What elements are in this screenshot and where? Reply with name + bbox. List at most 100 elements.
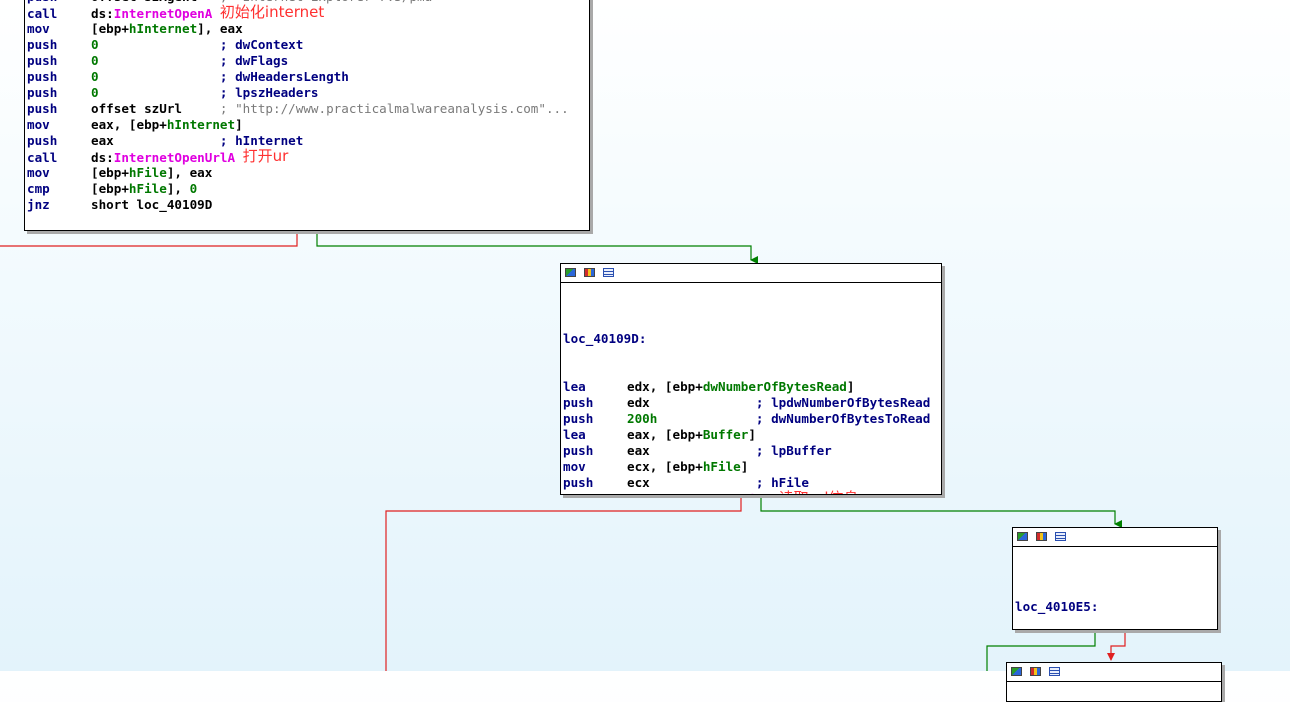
- mnemonic: call: [563, 492, 627, 494]
- operand: [ebp+: [91, 165, 129, 180]
- mnemonic: push: [563, 411, 594, 426]
- comment: ; dwHeadersLength: [219, 69, 349, 84]
- code-block-4-partial[interactable]: [1006, 662, 1222, 702]
- mnemonic: push: [27, 101, 58, 116]
- operand: short loc_40109D: [91, 197, 213, 212]
- operand: [ebp+: [91, 21, 129, 36]
- set-color-icon[interactable]: [1036, 532, 1047, 541]
- edge-false-block2: [385, 495, 742, 671]
- graph-overview-icon[interactable]: [565, 268, 576, 277]
- instruction-line[interactable]: cmp[ebp+hFile], 0: [27, 181, 589, 197]
- control-flow-edges: [0, 231, 1126, 671]
- block-3-label[interactable]: loc_4010E5:: [1015, 599, 1099, 614]
- operand: ]: [740, 459, 749, 474]
- operand: eax, [ebp+: [627, 427, 703, 442]
- text-view-icon[interactable]: [1055, 532, 1066, 541]
- instruction-line[interactable]: mov[ebp+hInternet], eax: [27, 21, 589, 37]
- immediate-value: 0: [91, 85, 99, 100]
- annotation-note: 读取url信息: [779, 489, 859, 494]
- stack-variable: hInternet: [128, 21, 198, 36]
- mnemonic: push: [27, 69, 58, 84]
- operand: ], eax: [166, 165, 213, 180]
- graph-overview-icon[interactable]: [1017, 532, 1028, 541]
- comment: ; dwContext: [219, 37, 304, 52]
- mnemonic: lea: [563, 379, 586, 394]
- comment: ; "http://www.practicalmalwareanalysis.c…: [219, 101, 569, 116]
- instruction-line[interactable]: push eax ; hInternet: [27, 133, 589, 149]
- code-block-loc-4010e5[interactable]: loc_4010E5: movsxecx, [ebp+Buffer]cmpecx…: [1012, 527, 1218, 630]
- immediate-value: 0: [189, 181, 198, 196]
- operand: offset szAgent: [91, 0, 197, 4]
- operand: ds:: [91, 6, 114, 21]
- operand: edx, [ebp+: [627, 379, 703, 394]
- stack-variable: hFile: [128, 181, 167, 196]
- mnemonic: push: [27, 85, 58, 100]
- comment: ; hInternet: [219, 133, 304, 148]
- edge-false-block3: [1107, 630, 1126, 661]
- imported-function: InternetOpenUrlA: [113, 150, 236, 165]
- operand: ]: [748, 427, 756, 442]
- edge-true-block1: [316, 231, 758, 264]
- set-color-icon[interactable]: [1030, 667, 1041, 676]
- mnemonic: push: [27, 0, 91, 5]
- mnemonic: lea: [563, 427, 586, 442]
- mnemonic: mov: [27, 165, 50, 180]
- comment: ; hFile: [755, 475, 809, 490]
- operand: ecx, [ebp+: [627, 459, 703, 474]
- comment: ; dwFlags: [219, 53, 289, 68]
- operand: ds:: [627, 492, 650, 494]
- mnemonic: jnz: [27, 197, 50, 212]
- imported-function: InternetOpenA: [113, 6, 213, 21]
- operand: ds:: [91, 150, 114, 165]
- mnemonic: push: [27, 53, 58, 68]
- set-color-icon[interactable]: [584, 268, 595, 277]
- operand: [ebp+: [91, 181, 129, 196]
- edge-true-block3: [986, 630, 1096, 671]
- mnemonic: call: [27, 6, 58, 21]
- mnemonic: push: [563, 475, 594, 490]
- comment: ; "Internet Explorer 7.5/pma": [220, 0, 440, 4]
- operand: eax: [91, 133, 114, 148]
- graph-overview-icon[interactable]: [1011, 667, 1022, 676]
- mnemonic: push: [563, 443, 594, 458]
- instruction-line[interactable]: jnz short loc_40109D: [27, 197, 589, 213]
- block-2-label[interactable]: loc_40109D:: [563, 331, 647, 346]
- immediate-value: 200h: [627, 411, 658, 426]
- mnemonic: push: [27, 133, 58, 148]
- instruction-line[interactable]: push 0 ; dwHeadersLength: [27, 69, 589, 85]
- immediate-value: 0: [91, 69, 99, 84]
- mnemonic: push: [563, 395, 594, 410]
- stack-variable: hFile: [128, 165, 167, 180]
- text-view-icon[interactable]: [603, 268, 614, 277]
- mnemonic: call: [27, 150, 58, 165]
- mnemonic: mov: [563, 459, 586, 474]
- text-view-icon[interactable]: [1049, 667, 1060, 676]
- mnemonic: push: [27, 37, 58, 52]
- instruction-line[interactable]: mov [ebp+hFile], eax: [27, 165, 589, 181]
- mnemonic: mov: [27, 21, 50, 36]
- operand: eax, [ebp+: [91, 117, 167, 132]
- operand: ]: [846, 379, 855, 394]
- block-4-titlebar: [1007, 663, 1221, 682]
- mnemonic: cmp: [27, 181, 50, 196]
